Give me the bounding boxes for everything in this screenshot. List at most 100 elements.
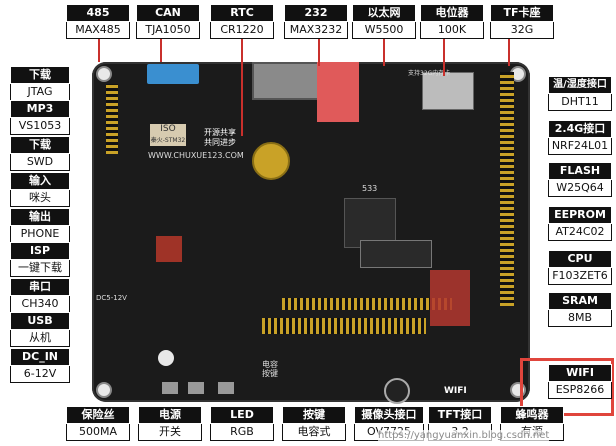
logo-subtext: 秦火-STM32 xyxy=(150,137,186,144)
wifi-highlight-box xyxy=(520,358,614,416)
cap-text-1: 电容 xyxy=(262,360,278,369)
label-title: SRAM xyxy=(548,292,612,310)
tf-silkscreen: 支持32G内存卡 xyxy=(408,70,451,77)
label-title: 输出 xyxy=(10,208,70,226)
cap-text-2: 按键 xyxy=(262,369,278,378)
label-title: 电源 xyxy=(138,406,202,424)
label-title: 2.4G接口 xyxy=(548,120,612,138)
ethernet-jack xyxy=(317,62,359,122)
label-key: 按键电容式 xyxy=(282,406,346,441)
logo-text: ISO xyxy=(160,124,176,134)
label-title: TF卡座 xyxy=(490,4,554,22)
label-sub: CR1220 xyxy=(210,22,274,39)
label-title: 下载 xyxy=(10,136,70,154)
label-sub: MAX3232 xyxy=(284,22,348,39)
label-title: 串口 xyxy=(10,278,70,296)
label-sub: 100K xyxy=(420,22,484,39)
capacitive-key-text: 电容 按键 xyxy=(262,360,278,378)
label-sub: JTAG xyxy=(10,84,70,101)
board-url: WWW.CHUXUE123.COM xyxy=(148,151,244,160)
chip-label: 533 xyxy=(362,184,378,193)
callout-line xyxy=(443,36,445,76)
db9-connector xyxy=(252,62,324,100)
label-sub: TJA1050 xyxy=(136,22,200,39)
label-title: LED xyxy=(210,406,274,424)
silk-line-1: 开源共享 xyxy=(204,128,236,137)
label-sub: 8MB xyxy=(548,310,612,327)
label-sub: SWD xyxy=(10,154,70,171)
label-title: 电位器 xyxy=(420,4,484,22)
callout-line xyxy=(508,36,510,66)
rtc-battery xyxy=(252,142,290,180)
callout-line xyxy=(241,36,243,136)
label-sub: DHT11 xyxy=(548,94,612,111)
label-title: 485 xyxy=(66,4,130,22)
callout-line xyxy=(383,36,385,66)
label-title: 摄像头接口 xyxy=(354,406,424,424)
callout-line xyxy=(318,36,320,66)
tact-button xyxy=(218,382,234,394)
label-title: 温/湿度接口 xyxy=(548,76,612,94)
mount-hole xyxy=(96,382,112,398)
label-sub: 一键下载 xyxy=(10,260,70,277)
callout-line xyxy=(98,36,100,62)
label-sub: AT24C02 xyxy=(548,224,612,241)
label-title: MP3 xyxy=(10,100,70,118)
rgb-led xyxy=(158,350,174,366)
tact-button xyxy=(162,382,178,394)
label-title: RTC xyxy=(210,4,274,22)
tf-card-slot xyxy=(422,72,474,110)
watermark: https://yangyuanxin.blog.csdn.net xyxy=(378,430,550,441)
label-sub: 6-12V xyxy=(10,366,70,383)
label-sub: 32G xyxy=(490,22,554,39)
label-sub: 开关 xyxy=(138,424,202,441)
label-title: TFT接口 xyxy=(428,406,492,424)
pcb-board: ISO 秦火-STM32 开源共享 共同进步 WWW.CHUXUE123.COM… xyxy=(92,62,530,404)
label-title: 下载 xyxy=(10,66,70,84)
label-title: DC_IN xyxy=(10,348,70,366)
label-title: USB xyxy=(10,312,70,330)
logo: ISO 秦火-STM32 xyxy=(150,124,186,146)
label-power-switch: 电源开关 xyxy=(138,406,202,441)
wifi-module xyxy=(430,270,470,326)
label-mic: 输入咪头 xyxy=(10,172,70,207)
label-sub: W25Q64 xyxy=(548,180,612,197)
isp-circuit xyxy=(156,236,182,262)
label-title: EEPROM xyxy=(548,206,612,224)
label-title: 蜂鸣器 xyxy=(500,406,564,424)
label-title: CPU xyxy=(548,250,612,268)
label-sub: F103ZET6 xyxy=(548,268,612,285)
silk-line-2: 共同进步 xyxy=(204,138,236,147)
voltage-silkscreen: DC5-12V xyxy=(96,294,127,302)
label-sub: MAX485 xyxy=(66,22,130,39)
label-title: 232 xyxy=(284,4,348,22)
label-title: 输入 xyxy=(10,172,70,190)
label-title: 保险丝 xyxy=(66,406,130,424)
label-sub: CH340 xyxy=(10,296,70,313)
tft-header xyxy=(262,318,426,334)
label-sub: 500MA xyxy=(66,424,130,441)
label-sub: 电容式 xyxy=(282,424,346,441)
label-sub: NRF24L01 xyxy=(548,138,612,155)
